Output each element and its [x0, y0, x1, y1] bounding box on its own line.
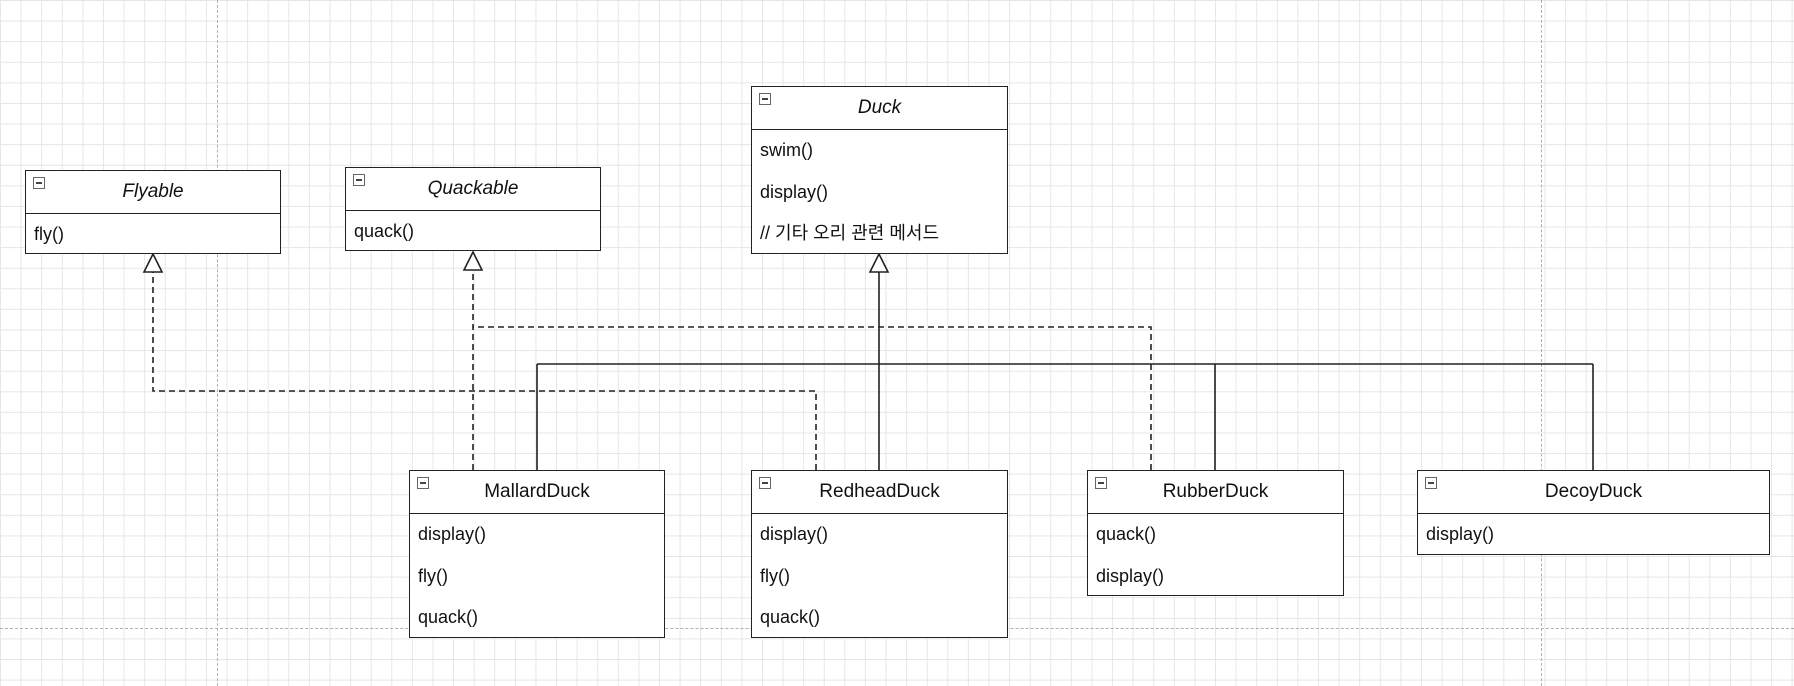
operation-fly[interactable]: fly() [34, 224, 64, 244]
class-name: RubberDuck [1162, 481, 1269, 502]
operation-fly[interactable]: fly() [760, 565, 790, 586]
class-header[interactable]: DecoyDuck [1418, 471, 1769, 514]
operation-quack[interactable]: quack() [418, 607, 479, 628]
class-duck[interactable]: Duck swim() display() // 기타 오리 관련 메서드 [751, 86, 1008, 254]
page-break-guide-vertical [1541, 0, 1542, 686]
realization-arrowhead-quackable [462, 250, 484, 271]
collapse-toggle-icon[interactable] [1425, 477, 1437, 489]
realization-edge-rubber-quackable[interactable] [473, 326, 1152, 470]
class-name: MallardDuck [484, 481, 590, 502]
collapse-toggle-icon[interactable] [353, 174, 365, 186]
class-quackable[interactable]: Quackable quack() [345, 167, 601, 251]
class-decoyduck[interactable]: DecoyDuck display() [1417, 470, 1770, 555]
class-header[interactable]: MallardDuck [410, 471, 664, 514]
collapse-toggle-icon[interactable] [33, 177, 45, 189]
collapse-toggle-icon[interactable] [1095, 477, 1107, 489]
realization-arrowhead-flyable [142, 252, 164, 273]
class-name: DecoyDuck [1544, 481, 1643, 502]
class-header[interactable]: Duck [752, 87, 1007, 130]
operation-quack[interactable]: quack() [354, 221, 415, 241]
operation-display[interactable]: display() [760, 181, 829, 202]
collapse-toggle-icon[interactable] [759, 477, 771, 489]
page-break-guide-vertical [217, 0, 218, 686]
class-name: Flyable [122, 181, 184, 202]
operation-comment[interactable]: // 기타 오리 관련 메서드 [760, 223, 940, 244]
operation-quack[interactable]: quack() [760, 607, 821, 628]
class-flyable[interactable]: Flyable fly() [25, 170, 281, 254]
class-name: RedheadDuck [819, 481, 940, 502]
operation-display[interactable]: display() [760, 524, 829, 544]
class-name: Duck [857, 97, 902, 118]
class-header[interactable]: Flyable [26, 171, 280, 214]
realization-edge-redhead-flyable[interactable] [152, 272, 817, 470]
operation-fly[interactable]: fly() [418, 565, 448, 586]
operation-display[interactable]: display() [1426, 524, 1495, 544]
class-header[interactable]: RubberDuck [1088, 471, 1343, 514]
operation-swim[interactable]: swim() [760, 140, 813, 160]
collapse-toggle-icon[interactable] [417, 477, 429, 489]
class-redheadduck[interactable]: RedheadDuck display() fly() quack() [751, 470, 1008, 638]
class-header[interactable]: Quackable [346, 168, 600, 211]
class-mallardduck[interactable]: MallardDuck display() fly() quack() [409, 470, 665, 638]
class-header[interactable]: RedheadDuck [752, 471, 1007, 514]
operation-quack[interactable]: quack() [1096, 524, 1157, 544]
class-name: Quackable [427, 178, 519, 199]
operation-display[interactable]: display() [418, 524, 487, 544]
collapse-toggle-icon[interactable] [759, 93, 771, 105]
class-rubberduck[interactable]: RubberDuck quack() display() [1087, 470, 1344, 596]
operation-display[interactable]: display() [1096, 565, 1165, 586]
generalization-arrowhead [868, 252, 890, 273]
